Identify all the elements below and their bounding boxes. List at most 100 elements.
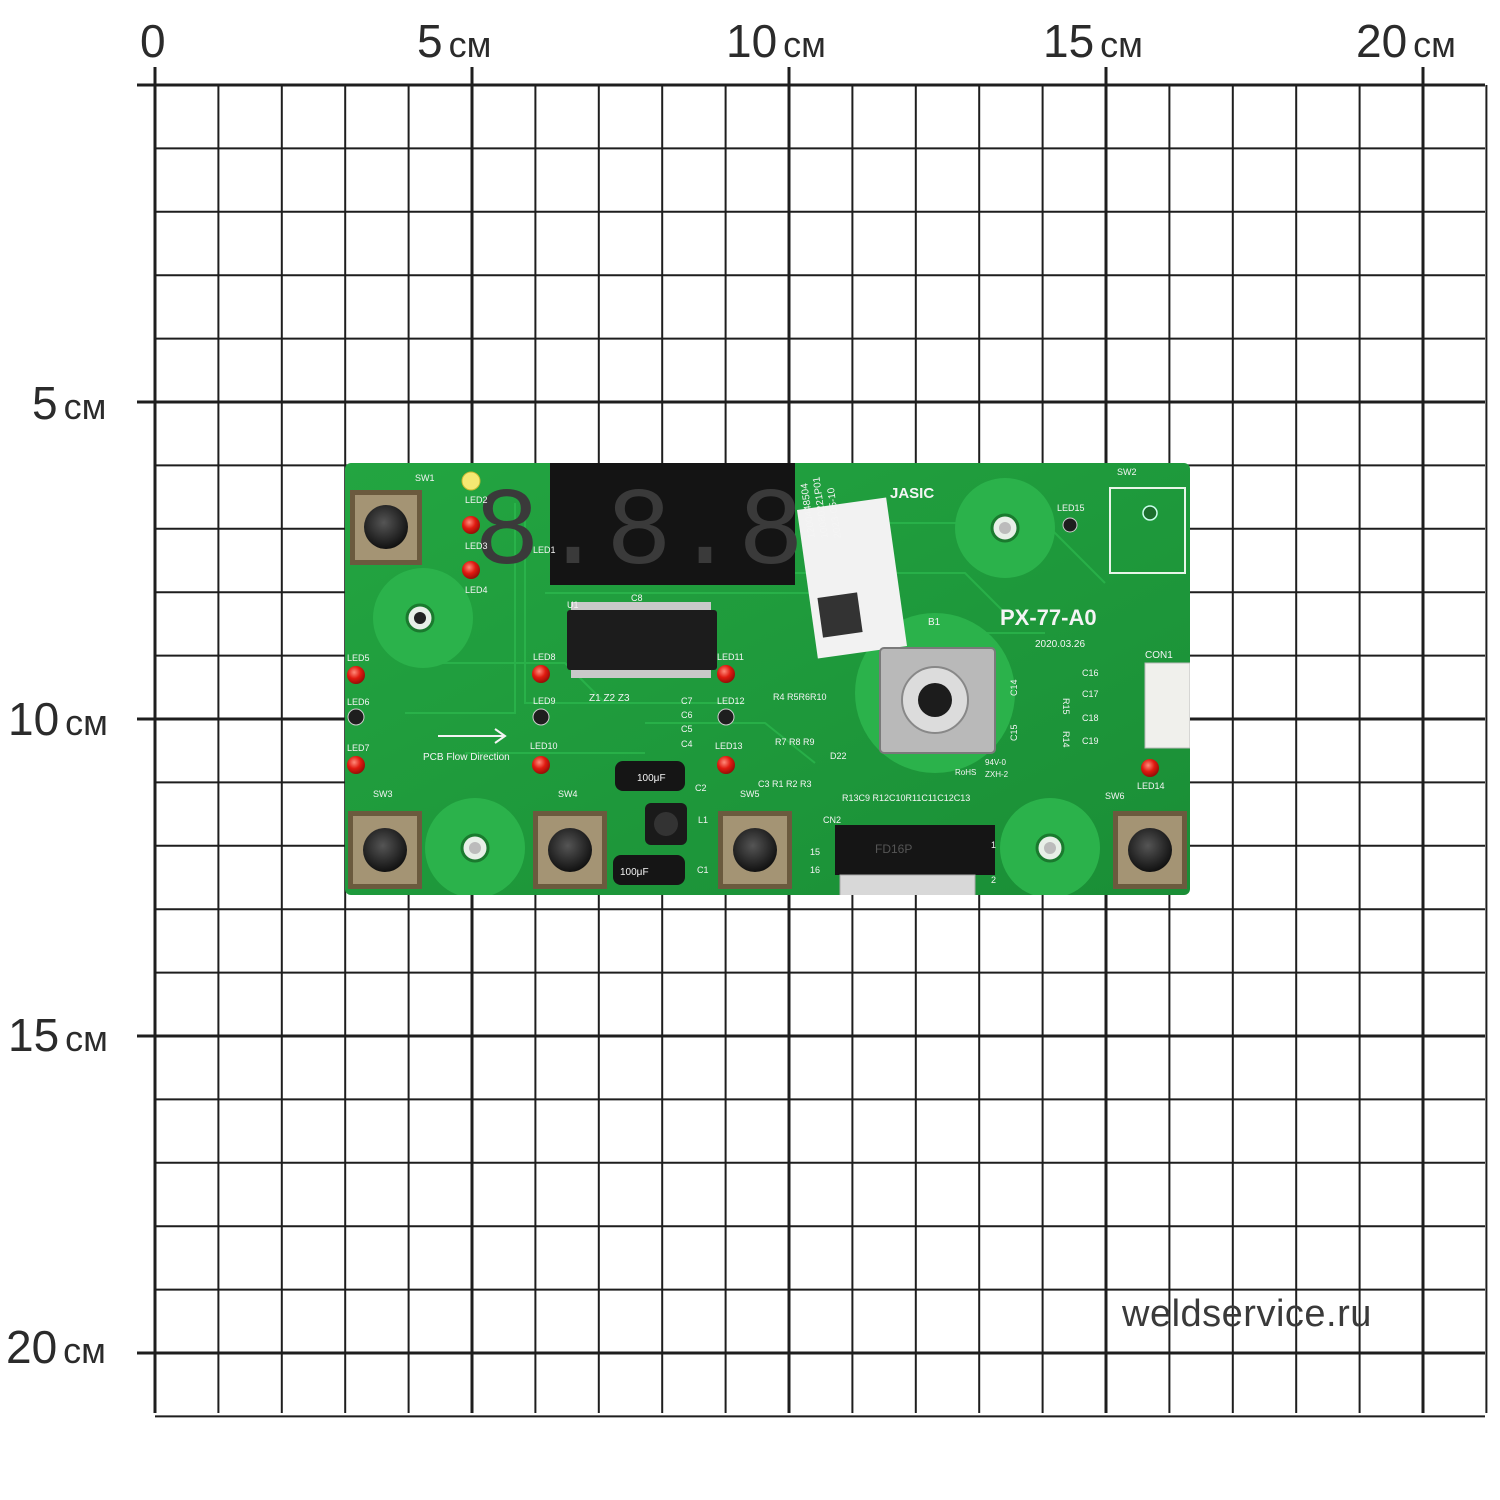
capacitor-c2 — [615, 761, 685, 791]
label-led14: LED14 — [1137, 781, 1165, 791]
cn2-part-text: FD16P — [875, 842, 912, 856]
label-pin15: 15 — [810, 847, 820, 857]
button-sw3 — [348, 811, 422, 889]
label-con1: CON1 — [1145, 650, 1173, 661]
label-pin16: 16 — [810, 865, 820, 875]
led7 — [347, 756, 365, 774]
label-r-mid: R7 R8 R9 — [775, 737, 815, 747]
top-tick-0: 0 — [140, 15, 166, 67]
button-sw5 — [718, 811, 792, 889]
sw2-outline — [1109, 487, 1186, 574]
label-led5: LED5 — [347, 653, 370, 663]
led11 — [717, 665, 735, 683]
watermark: weldservice.ru — [1122, 1293, 1372, 1335]
led4 — [462, 561, 480, 579]
label-sw2: SW2 — [1117, 467, 1137, 477]
chip-u1 — [567, 610, 717, 670]
button-sw4 — [533, 811, 607, 889]
board-model: PX-77-A0 — [1000, 605, 1097, 630]
label-led11: LED11 — [717, 652, 744, 662]
led15 — [1062, 517, 1078, 533]
label-led12: LED12 — [717, 696, 745, 706]
connector-con1 — [1144, 662, 1190, 749]
connector-cn2 — [835, 825, 995, 875]
inductor-l1-core — [654, 812, 678, 836]
label-r-top: R4 R5R6R10 — [773, 692, 827, 702]
rohs-label: RoHS — [955, 768, 976, 777]
label-sw1: SW1 — [415, 473, 435, 483]
capacitor-c1 — [613, 855, 685, 885]
label-r-bot: C3 R1 R2 R3 — [758, 779, 812, 789]
label-c17: C17 — [1082, 689, 1099, 699]
led12 — [717, 708, 735, 726]
label-led3: LED3 — [465, 541, 488, 551]
led9 — [532, 708, 550, 726]
label-b1: B1 — [928, 617, 941, 628]
label-led15: LED15 — [1057, 503, 1085, 513]
label-c16: C16 — [1082, 668, 1099, 678]
label-led7: LED7 — [347, 743, 370, 753]
label-c15: C15 — [1009, 724, 1019, 741]
ribbon-cable — [839, 874, 976, 895]
led3 — [462, 516, 480, 534]
label-c6: C6 — [681, 710, 693, 720]
label-sw3: SW3 — [373, 789, 393, 799]
label-sw6: SW6 — [1105, 791, 1125, 801]
label-c8: C8 — [631, 593, 643, 603]
sw2-pad — [1142, 505, 1158, 521]
led8 — [532, 665, 550, 683]
label-led13: LED13 — [715, 741, 743, 751]
label-led9: LED9 — [533, 696, 556, 706]
label-led10: LED10 — [530, 741, 558, 751]
button-sw6 — [1113, 811, 1187, 889]
label-pin2: 2 — [991, 875, 996, 885]
label-cn2: CN2 — [823, 815, 841, 825]
label-c5: C5 — [681, 724, 693, 734]
button-sw1 — [350, 490, 422, 565]
label-l1: L1 — [698, 815, 708, 825]
pot-label-1: ZXH-2 — [985, 770, 1009, 779]
label-r15: R15 — [1061, 698, 1071, 715]
label-d22: D22 — [830, 751, 847, 761]
led5 — [347, 666, 365, 684]
led2-yellow — [461, 471, 481, 491]
pcb-board: 8.8.8. 1200448504 10080221P01 2023-05-10… — [345, 463, 1190, 895]
led10 — [532, 756, 550, 774]
flow-direction-label: PCB Flow Direction — [423, 752, 510, 763]
led13 — [717, 756, 735, 774]
label-c1: C1 — [697, 865, 709, 875]
label-c14: C14 — [1009, 679, 1019, 696]
label-led6: LED6 — [347, 697, 370, 707]
label-led8: LED8 — [533, 652, 556, 662]
label-c7: C7 — [681, 696, 693, 706]
qr-sticker — [796, 497, 908, 659]
flow-direction-arrow — [438, 728, 507, 744]
label-r-row: R13C9 R12C10R11C11C12C13 — [842, 793, 970, 803]
pot-label-2: 94V-0 — [985, 758, 1006, 767]
rotary-encoder — [879, 647, 996, 754]
label-led4: LED4 — [465, 585, 488, 595]
label-u1: U1 — [567, 600, 579, 610]
label-r14: R14 — [1061, 731, 1071, 748]
seven-segment-display: 8.8.8. — [474, 463, 870, 597]
led14 — [1141, 759, 1159, 777]
label-led1: LED1 — [533, 545, 556, 555]
label-pin1: 1 — [991, 840, 996, 850]
chip-u1-pins — [571, 602, 711, 678]
cap-c2-label: 100μF — [637, 773, 666, 784]
board-date: 2020.03.26 — [1035, 639, 1085, 650]
label-c4: C4 — [681, 739, 693, 749]
label-z-row: Z1 Z2 Z3 — [589, 693, 630, 704]
screw-holes — [405, 513, 1065, 863]
label-led2: LED2 — [465, 495, 488, 505]
cap-c1-label: 100μF — [620, 867, 649, 878]
label-c18: C18 — [1082, 713, 1099, 723]
label-c19: C19 — [1082, 736, 1099, 746]
